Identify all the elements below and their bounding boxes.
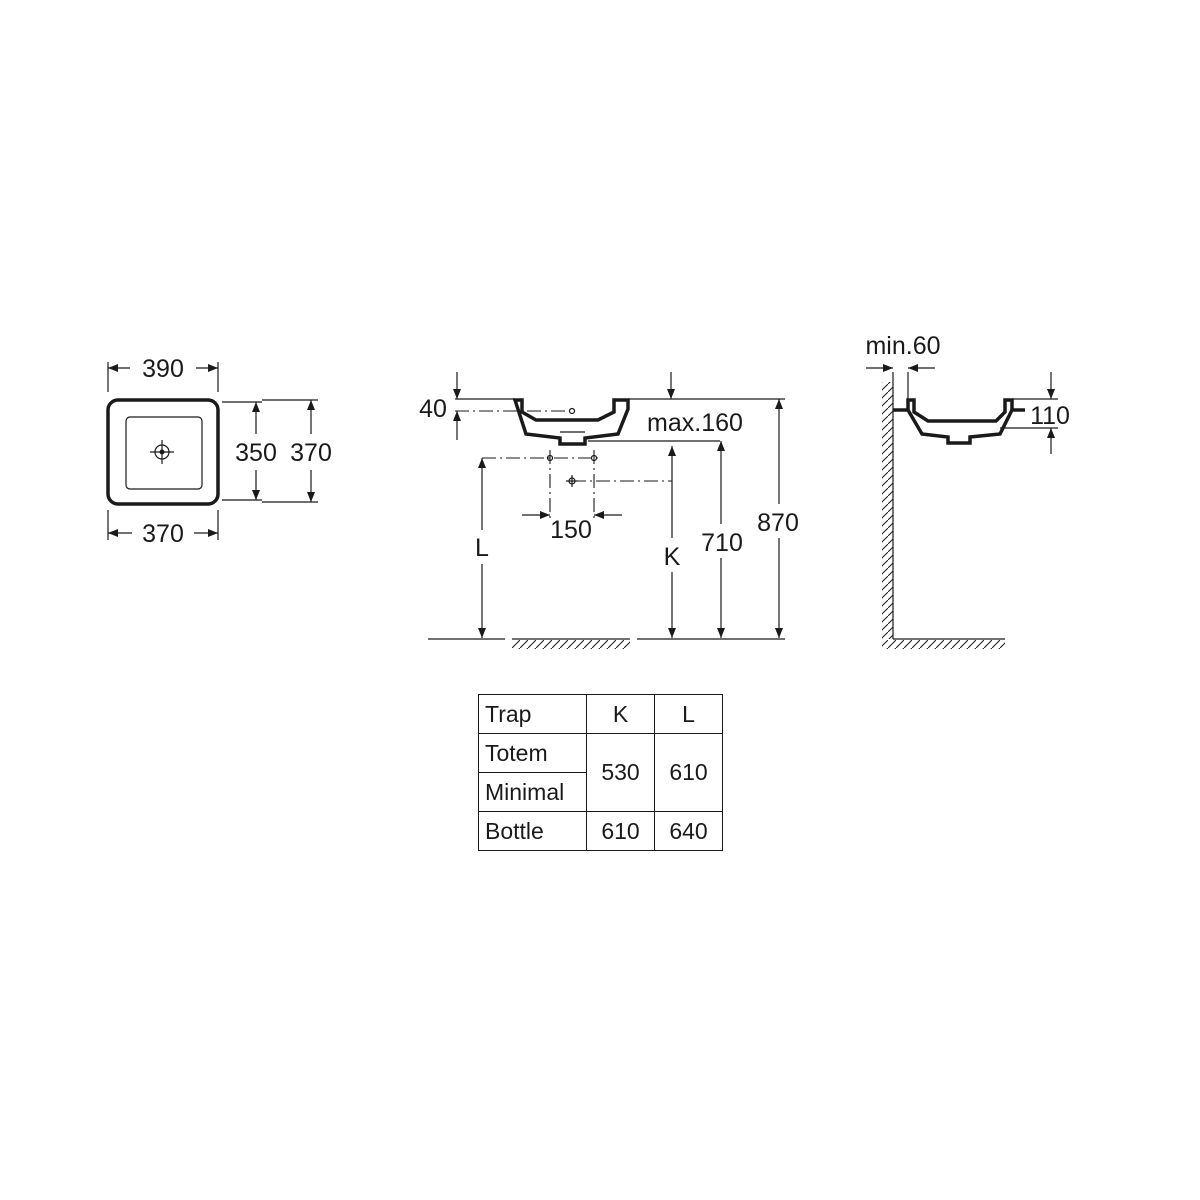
dim-max-160: max.160 — [647, 409, 743, 437]
cell-k-shared: 530 — [586, 733, 655, 812]
dim-label-L: L — [475, 534, 489, 562]
cell-l-shared: 610 — [654, 733, 723, 812]
trap-table: Trap K L Totem 530 610 Minimal Bottle 61… — [478, 694, 723, 851]
table-row: Minimal — [478, 772, 723, 812]
header-l: L — [654, 694, 723, 734]
basin-profile — [512, 398, 630, 446]
table-row: Totem 530 610 — [478, 733, 723, 812]
basin-side-profile — [906, 398, 1014, 445]
dim-height-870: 870 — [757, 509, 799, 537]
header-k: K — [586, 694, 655, 734]
table-row: Bottle 610 640 — [478, 811, 723, 851]
dim-height-110: 110 — [1030, 402, 1070, 430]
dim-depth-370: 370 — [290, 439, 332, 467]
floor-hatch — [512, 640, 630, 649]
table-row: Trap K L — [478, 694, 723, 734]
dim-min-60: min.60 — [865, 332, 940, 360]
floor-hatch-side — [882, 640, 1005, 649]
basin-outline-inner — [125, 416, 203, 490]
wall-hatch — [882, 382, 893, 639]
dim-height-710: 710 — [701, 529, 743, 557]
dim-rim-40: 40 — [419, 395, 447, 423]
cell-l: 640 — [654, 811, 723, 851]
cell-k: 610 — [586, 811, 655, 851]
dim-label-K: K — [664, 543, 681, 571]
side-view: min.60 110 — [865, 332, 1070, 649]
row-name: Bottle — [478, 811, 587, 851]
row-name: Minimal — [478, 772, 587, 812]
basin-outline-outer — [106, 398, 220, 506]
top-view: 390 370 350 370 — [106, 355, 332, 548]
dim-depth-350: 350 — [235, 439, 277, 467]
dim-width-370: 370 — [142, 520, 184, 548]
header-trap: Trap — [478, 694, 587, 734]
dim-width-390: 390 — [142, 355, 184, 383]
dim-spacing-150: 150 — [550, 516, 592, 544]
row-name: Totem — [478, 733, 587, 773]
front-view: 40 max.160 150 L K — [419, 372, 799, 649]
